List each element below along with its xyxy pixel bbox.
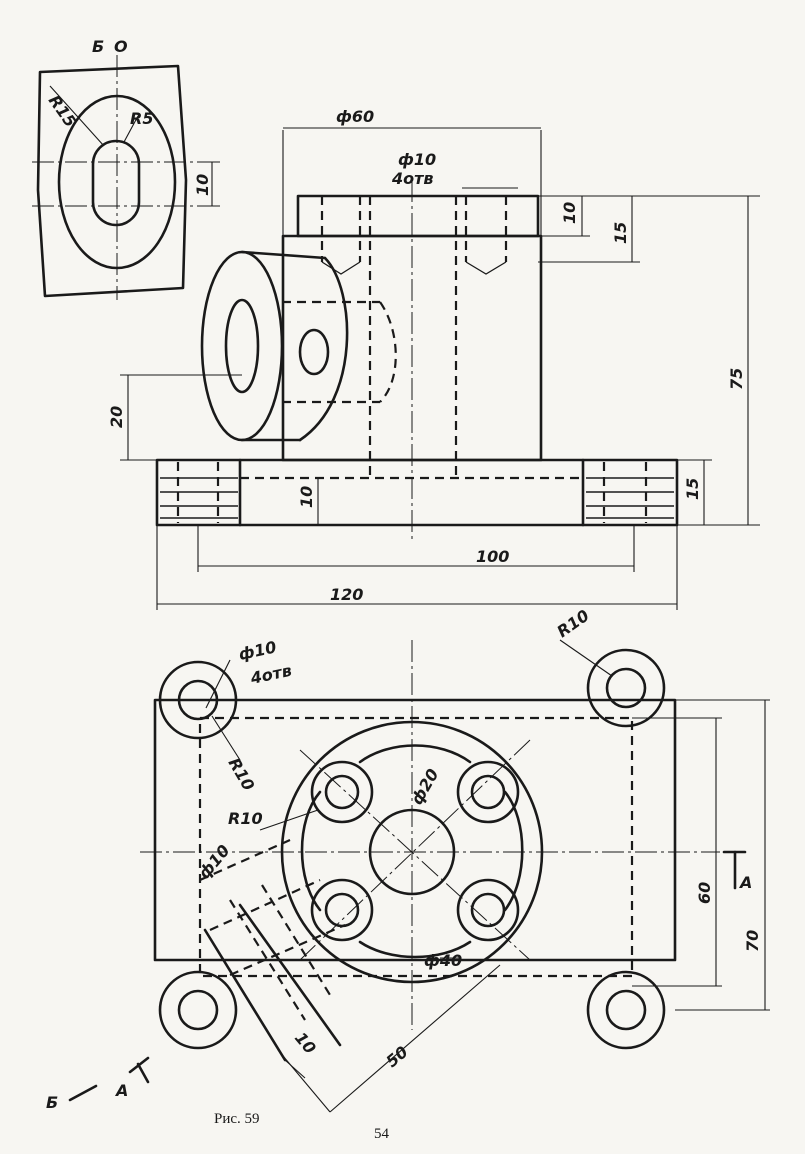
leader-r15 (49, 85, 105, 147)
plan-lug-tl (158, 660, 238, 740)
leader-phi10-plan (205, 659, 231, 709)
plan-bolt-tl (324, 774, 360, 810)
plan-lug-bl (158, 970, 238, 1050)
leader-r10-inner (259, 809, 319, 831)
dim-50: 50 (382, 1042, 411, 1071)
dim-slot10: 10 (193, 174, 212, 196)
dim-depth15: 15 (611, 222, 630, 244)
dim-base10: 10 (297, 486, 316, 508)
view-b-rotate-symbol: O (114, 37, 128, 56)
drill-tip (321, 261, 361, 275)
plan-lug-tr (586, 648, 666, 728)
top-flange (296, 194, 540, 238)
dim-r10-tl: R10 (225, 755, 259, 794)
dim-phi10-plan: ф10 (237, 637, 278, 664)
leader-r10-tl (211, 715, 241, 761)
dim-10-boss: 10 (291, 1028, 320, 1057)
view-b-label: Б (92, 37, 104, 56)
front-view: ф60 ф10 4отв 10 15 75 20 10 15 100 120 (107, 107, 760, 610)
plan-view: ф10 4отв R10 R10 R10 ф20 ф40 ф10 60 70 1… (46, 606, 770, 1113)
drill-tip (465, 261, 507, 275)
plan-hole-br (605, 989, 647, 1031)
dim-r5: R5 (130, 109, 153, 128)
plan-bolt-tr (470, 774, 506, 810)
view-b-slot (91, 139, 141, 227)
side-boss-profile (298, 256, 349, 442)
section-a-label-left: А (114, 1081, 128, 1100)
plan-diag-1 (299, 749, 531, 961)
dim-60: 60 (695, 882, 714, 904)
ext-line (277, 1049, 331, 1113)
plan-diag-2 (299, 739, 531, 961)
view-b-arrow-line (68, 1084, 98, 1102)
dim-phi40: ф40 (424, 951, 462, 970)
side-boss-hidden (379, 301, 397, 403)
plan-flange-lobes (300, 744, 524, 959)
view-b-border (36, 64, 188, 298)
plan-side-boss (199, 838, 346, 1062)
dim-120: 120 (330, 585, 363, 604)
dim-20: 20 (107, 406, 126, 428)
hatch-right (586, 477, 674, 519)
hatch-left (160, 477, 238, 519)
dim-base15: 15 (683, 478, 702, 500)
dim-phi60: ф60 (336, 107, 374, 126)
side-boss-slot (224, 298, 260, 394)
plan-lobe-br (456, 878, 520, 942)
plan-hole-tr (605, 667, 647, 709)
dim-r10-tr: R10 (553, 606, 592, 641)
view-b: Б O R15 R5 10 (32, 37, 220, 300)
dim-4holes-plan: 4отв (248, 661, 294, 688)
side-hole (298, 328, 330, 376)
dim-4holes-top: 4отв (391, 169, 434, 188)
plan-base-outline (153, 698, 677, 962)
dim-50-line (329, 964, 501, 1113)
leader-r10-tr (559, 639, 613, 677)
plan-lobe-tl (310, 760, 374, 824)
plan-bolt-bl (324, 892, 360, 928)
dim-75: 75 (727, 368, 746, 390)
dim-depth10: 10 (560, 202, 579, 224)
page-number: 54 (374, 1126, 390, 1142)
dim-phi10-top: ф10 (398, 150, 436, 169)
side-boss-top-edge (240, 250, 327, 260)
plan-lug-br (586, 970, 666, 1050)
dim-r10-inner: R10 (228, 809, 263, 828)
dim-100: 100 (476, 547, 509, 566)
plan-lobe-tr (456, 760, 520, 824)
plan-lobe-bl (310, 878, 374, 942)
view-b-arrow-label: Б (46, 1093, 58, 1112)
section-a-marker-left (136, 1062, 150, 1084)
plan-hole-bl (177, 989, 219, 1031)
side-boss-front (200, 250, 284, 442)
leader-r5 (123, 115, 139, 143)
dim-70: 70 (743, 930, 762, 952)
plan-hidden-recess (198, 716, 634, 978)
plan-hole-tl (177, 679, 219, 721)
plan-bolt-br (470, 892, 506, 928)
figure-caption: Рис. 59 (214, 1111, 260, 1127)
dim-10-boss-line (284, 1059, 306, 1079)
section-a-label: А (738, 873, 752, 892)
